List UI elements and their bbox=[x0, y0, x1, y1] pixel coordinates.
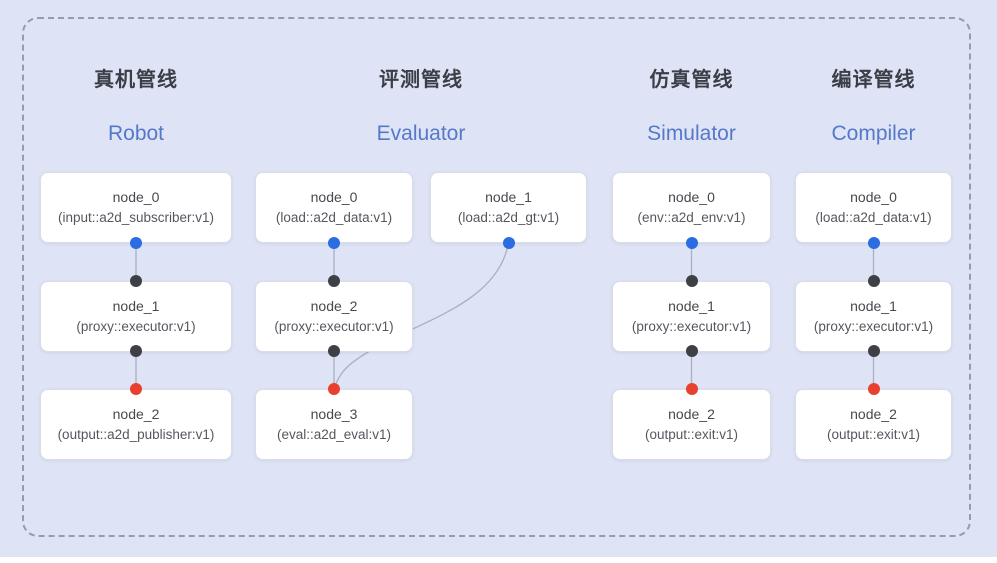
port-dot-red bbox=[130, 383, 142, 395]
port-dot-dark bbox=[130, 345, 142, 357]
pipeline-title-zh-evaluator: 评测管线 bbox=[379, 69, 463, 91]
node-robot-node1: node_1 (proxy::executor:v1) bbox=[40, 281, 232, 352]
port-dot-red bbox=[328, 383, 340, 395]
node-type: (proxy::executor:v1) bbox=[274, 318, 394, 334]
node-type: (eval::a2d_eval:v1) bbox=[276, 426, 392, 442]
node-evaluator-node3: node_3 (eval::a2d_eval:v1) bbox=[255, 389, 413, 460]
port-dot-blue bbox=[328, 237, 340, 249]
port-dot-dark bbox=[867, 275, 880, 287]
node-evaluator-node1: node_1 (load::a2d_gt:v1) bbox=[430, 172, 587, 243]
port-dot-blue bbox=[502, 237, 515, 249]
node-compiler-node2: node_2 (output::exit:v1) bbox=[795, 389, 952, 460]
node-type: (proxy::executor:v1) bbox=[813, 318, 934, 334]
node-name: node_0 bbox=[112, 189, 160, 205]
node-name: node_0 bbox=[310, 189, 358, 205]
port-dot-blue bbox=[685, 237, 698, 249]
node-type: (env::a2d_env:v1) bbox=[637, 209, 746, 225]
node-type: (load::a2d_data:v1) bbox=[275, 209, 393, 225]
port-dot-blue bbox=[867, 237, 880, 249]
node-name: node_2 bbox=[112, 406, 160, 422]
port-dot-dark bbox=[685, 275, 698, 287]
node-type: (proxy::executor:v1) bbox=[631, 318, 752, 334]
port-dot-dark bbox=[130, 275, 142, 287]
node-compiler-node1: node_1 (proxy::executor:v1) bbox=[795, 281, 952, 352]
pipeline-title-en-simulator: Simulator bbox=[647, 122, 736, 145]
node-evaluator-node2: node_2 (proxy::executor:v1) bbox=[255, 281, 413, 352]
pipeline-title-en-evaluator: Evaluator bbox=[376, 122, 466, 145]
pipeline-title-en-robot: Robot bbox=[107, 122, 165, 145]
node-robot-node2: node_2 (output::a2d_publisher:v1) bbox=[40, 389, 232, 460]
node-type: (proxy::executor:v1) bbox=[76, 318, 196, 334]
node-simulator-node0: node_0 (env::a2d_env:v1) bbox=[612, 172, 771, 243]
node-type: (output::a2d_publisher:v1) bbox=[57, 426, 215, 442]
node-name: node_2 bbox=[850, 406, 897, 422]
node-name: node_0 bbox=[850, 189, 897, 205]
node-name: node_2 bbox=[310, 298, 358, 314]
pipeline-title-zh-simulator: 仿真管线 bbox=[649, 69, 734, 91]
pipeline-title-en-compiler: Compiler bbox=[831, 122, 916, 145]
node-name: node_0 bbox=[668, 189, 715, 205]
port-dot-blue bbox=[130, 237, 142, 249]
node-evaluator-node0: node_0 (load::a2d_data:v1) bbox=[255, 172, 413, 243]
node-name: node_3 bbox=[310, 406, 358, 422]
port-dot-dark bbox=[867, 345, 880, 357]
pipeline-title-zh-robot: 真机管线 bbox=[94, 69, 178, 91]
node-type: (output::exit:v1) bbox=[826, 426, 921, 442]
bottom-white-strip bbox=[0, 557, 997, 563]
port-dot-dark bbox=[328, 275, 340, 287]
port-dot-red bbox=[867, 383, 880, 395]
dashed-border-frame bbox=[22, 17, 971, 537]
node-name: node_1 bbox=[668, 298, 715, 314]
node-type: (load::a2d_gt:v1) bbox=[457, 209, 560, 225]
node-type: (output::exit:v1) bbox=[644, 426, 739, 442]
node-name: node_1 bbox=[485, 189, 532, 205]
node-robot-node0: node_0 (input::a2d_subscriber:v1) bbox=[40, 172, 232, 243]
node-simulator-node2: node_2 (output::exit:v1) bbox=[612, 389, 771, 460]
node-name: node_2 bbox=[668, 406, 715, 422]
node-name: node_1 bbox=[850, 298, 897, 314]
pipeline-title-zh-compiler: 编译管线 bbox=[831, 69, 916, 91]
port-dot-red bbox=[685, 383, 698, 395]
node-simulator-node1: node_1 (proxy::executor:v1) bbox=[612, 281, 771, 352]
node-type: (load::a2d_data:v1) bbox=[815, 209, 932, 225]
port-dot-dark bbox=[328, 345, 340, 357]
node-name: node_1 bbox=[112, 298, 160, 314]
node-compiler-node0: node_0 (load::a2d_data:v1) bbox=[795, 172, 952, 243]
node-type: (input::a2d_subscriber:v1) bbox=[57, 209, 215, 225]
port-dot-dark bbox=[685, 345, 698, 357]
